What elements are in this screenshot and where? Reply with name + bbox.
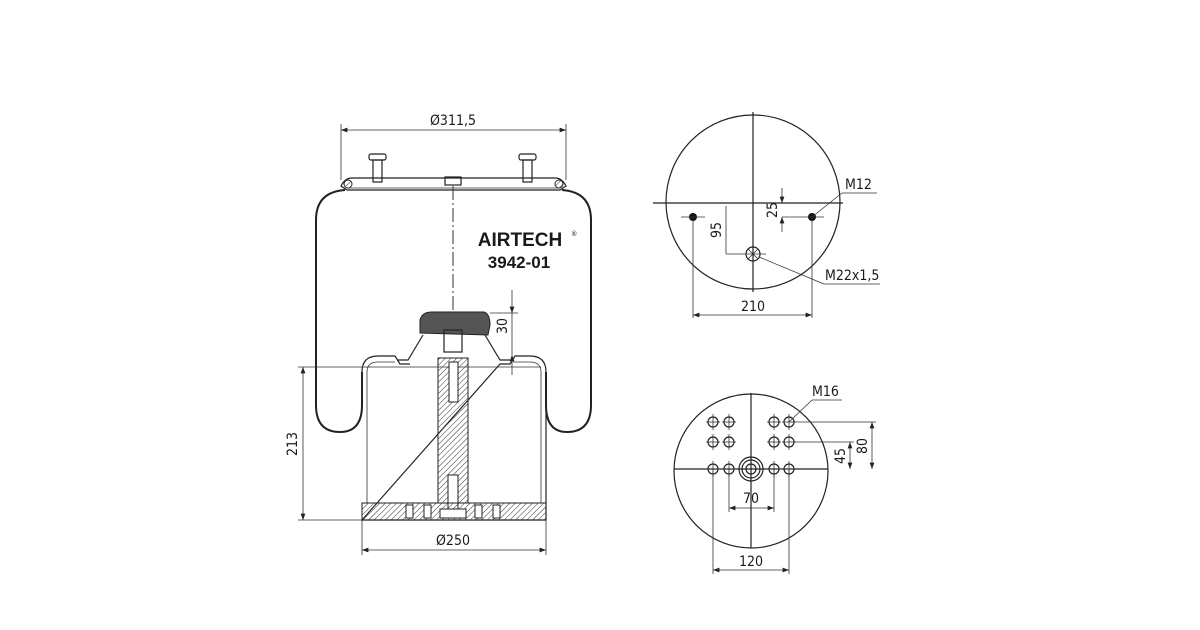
registered-mark: ® <box>571 230 577 238</box>
top-diameter-label: Ø311,5 <box>430 113 476 129</box>
brand-logo: AIRTECH <box>478 230 562 251</box>
bolt-hole-icon <box>767 414 781 430</box>
top-plate-view: 95 25 210 M12 M22x1,5 <box>653 112 880 318</box>
bolt-hole-icon <box>782 434 796 450</box>
stud-spacing-label: 210 <box>741 299 765 315</box>
height-label: 213 <box>285 432 301 456</box>
part-number: 3942-01 <box>488 253 550 272</box>
row-spacing-1-label: 45 <box>833 448 849 464</box>
mounting-stud-left <box>368 153 387 183</box>
dimension-bumper-gap: 30 <box>490 290 518 375</box>
bolt-hole-icon <box>706 414 720 430</box>
outer-spacing-label: 120 <box>739 554 763 570</box>
bolt-thread-label: M16 <box>812 384 839 400</box>
bolt-hole-icon <box>706 434 720 450</box>
row-spacing-2-label: 80 <box>855 438 871 454</box>
bolt-hole-icon <box>722 434 736 450</box>
side-view: Ø311,5 AIRTECH ® 3942-01 <box>285 113 592 555</box>
mounting-stud-right <box>518 153 537 183</box>
dimension-height: 213 <box>285 366 370 521</box>
bolt-holes <box>706 414 796 477</box>
dimension-top-diameter: Ø311,5 <box>340 113 567 180</box>
inner-spacing-label: 70 <box>743 491 759 507</box>
bumper-gap-label: 30 <box>495 318 511 334</box>
stud-offset-label: 25 <box>765 202 781 218</box>
dimension-piston-diameter: Ø250 <box>361 520 547 555</box>
bolt-hole-icon <box>722 414 736 430</box>
center-boss-icon <box>738 456 764 482</box>
inlet-offset-label: 95 <box>709 222 725 238</box>
inlet-thread-label: M22x1,5 <box>825 268 879 284</box>
piston-diameter-label: Ø250 <box>436 533 470 549</box>
rubber-bellows <box>315 189 592 434</box>
air-inlet-icon <box>726 246 766 262</box>
stud-thread-label: M12 <box>845 177 872 193</box>
bottom-plate-view: 70 120 80 45 M16 <box>673 384 876 574</box>
bump-stop <box>398 311 510 361</box>
bolt-hole-icon <box>767 434 781 450</box>
piston <box>360 355 547 521</box>
